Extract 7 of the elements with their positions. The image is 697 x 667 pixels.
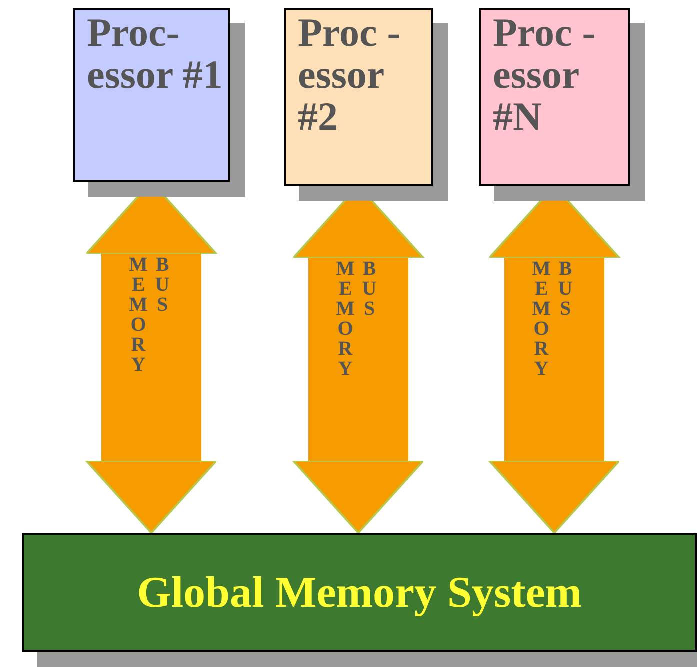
edge-label: MEMORY BUS <box>530 258 578 380</box>
node-label: Global Memory System <box>137 567 582 618</box>
node-label: Proc -essor #N <box>493 10 596 139</box>
node-label: Proc -essor #2 <box>298 10 401 139</box>
edge-label: MEMORY BUS <box>334 258 382 380</box>
node-label: Proc- essor #1 <box>87 10 223 97</box>
edge-label: MEMORY BUS <box>126 254 174 376</box>
